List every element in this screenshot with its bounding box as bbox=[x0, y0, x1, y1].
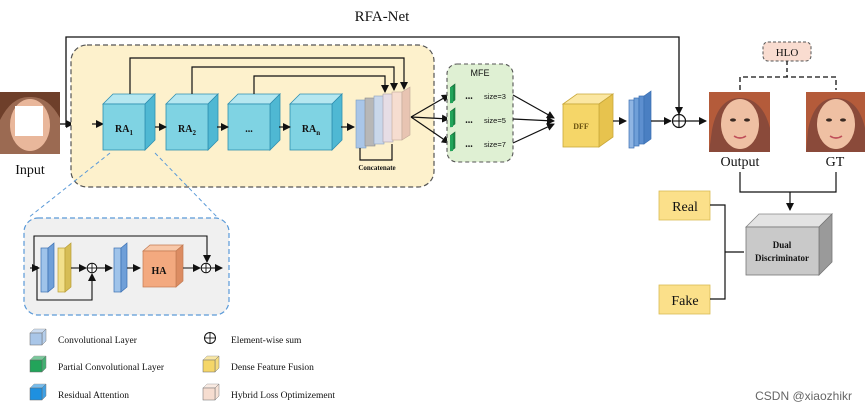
element-wise-sum-icon bbox=[204, 332, 216, 344]
output-conv-layers bbox=[628, 90, 652, 149]
residual-attention-cube-icon bbox=[29, 383, 47, 401]
ra-detail-conv-1 bbox=[40, 242, 55, 293]
legend-item-6: Hybrid Loss Optimizement bbox=[202, 383, 335, 401]
dual-discriminator-label-line1: Dual bbox=[773, 240, 792, 250]
output-label: Output bbox=[721, 155, 760, 170]
input-mask-region bbox=[15, 106, 43, 136]
output-image bbox=[709, 92, 770, 152]
global-skip-connection bbox=[65, 36, 683, 127]
ha-label: HA bbox=[152, 266, 168, 277]
legend-label: Dense Feature Fusion bbox=[231, 363, 314, 373]
mfe-row-ellipsis: ... bbox=[465, 91, 473, 102]
legend-item-3: Residual Attention bbox=[29, 383, 129, 401]
diagram-title: RFA-Net bbox=[355, 9, 411, 25]
partial-conv-icon bbox=[450, 135, 453, 151]
ha-block bbox=[142, 244, 184, 288]
ra-block-1: RA1 bbox=[102, 93, 156, 151]
conv-layer-cube-icon bbox=[29, 328, 47, 346]
mfe-size-label: size=7 bbox=[484, 140, 506, 149]
ra-detail-sum-1 bbox=[86, 262, 98, 274]
dff-block bbox=[561, 93, 615, 148]
ra-block-ellipsis-label: ... bbox=[245, 124, 253, 135]
ra-detail-sum-2 bbox=[200, 262, 212, 274]
mfe-container bbox=[446, 63, 514, 163]
mfe-label: MFE bbox=[471, 68, 490, 78]
ra-block-1-label: RA1 bbox=[115, 124, 133, 137]
legend-item-4: Element-wise sum bbox=[204, 332, 302, 346]
ra-block-2-label: RA2 bbox=[178, 124, 196, 137]
partial-conv-icon bbox=[450, 87, 453, 103]
real-box bbox=[658, 190, 711, 221]
ra-block-n-label: RAn bbox=[302, 124, 320, 137]
fake-box bbox=[658, 284, 711, 315]
partial-conv-icon bbox=[450, 111, 453, 127]
fake-label: Fake bbox=[671, 294, 698, 309]
dual-discriminator bbox=[745, 213, 833, 276]
mfe-row-2: ... size=5 bbox=[450, 107, 506, 128]
partial-conv-cube-icon bbox=[29, 355, 47, 373]
element-wise-sum-node bbox=[671, 113, 687, 129]
mfe-row-3: ... size=7 bbox=[450, 131, 506, 152]
ra-block-2: RA2 bbox=[165, 93, 219, 151]
input-label: Input bbox=[15, 163, 45, 178]
mfe-row-ellipsis: ... bbox=[465, 139, 473, 150]
dense-skip-middle bbox=[191, 66, 398, 94]
mfe-row-ellipsis: ... bbox=[465, 115, 473, 126]
legend-label: Hybrid Loss Optimizement bbox=[231, 391, 335, 401]
legend-label: Element-wise sum bbox=[231, 336, 302, 346]
watermark: CSDN @xiaozhikr bbox=[755, 389, 852, 403]
mfe-size-label: size=5 bbox=[484, 116, 506, 125]
mfe-row-1: ... size=3 bbox=[450, 83, 506, 104]
legend-item-1: Convolutional Layer bbox=[29, 328, 138, 346]
ra-block-ellipsis: ... bbox=[227, 93, 281, 151]
legend-label: Partial Convolutional Layer bbox=[58, 363, 165, 373]
dual-discriminator-label-line2: Discriminator bbox=[755, 253, 809, 263]
mfe-size-label: size=3 bbox=[484, 92, 506, 101]
dense-skip-outer bbox=[129, 57, 408, 94]
hlo-connector bbox=[739, 76, 837, 90]
gt-image bbox=[806, 92, 865, 152]
gt-label: GT bbox=[826, 155, 845, 170]
real-label: Real bbox=[672, 200, 698, 215]
legend-item-5: Dense Feature Fusion bbox=[202, 355, 314, 373]
dff-cube-icon bbox=[202, 355, 220, 373]
dff-label: DFF bbox=[573, 122, 589, 131]
hlo-cube-icon bbox=[202, 383, 220, 401]
ra-detail-conv-2 bbox=[57, 242, 72, 293]
legend-item-2: Partial Convolutional Layer bbox=[29, 355, 165, 373]
legend-label: Residual Attention bbox=[58, 391, 129, 401]
concatenate-block bbox=[355, 86, 411, 149]
dense-skip-inner bbox=[253, 75, 389, 94]
input-image bbox=[0, 92, 60, 154]
hlo-label: HLO bbox=[776, 47, 799, 59]
concatenate-label: Concatenate bbox=[358, 164, 395, 172]
ra-block-n: RAn bbox=[289, 93, 343, 151]
ra-detail-conv-3 bbox=[113, 242, 128, 293]
legend-label: Convolutional Layer bbox=[58, 336, 138, 346]
